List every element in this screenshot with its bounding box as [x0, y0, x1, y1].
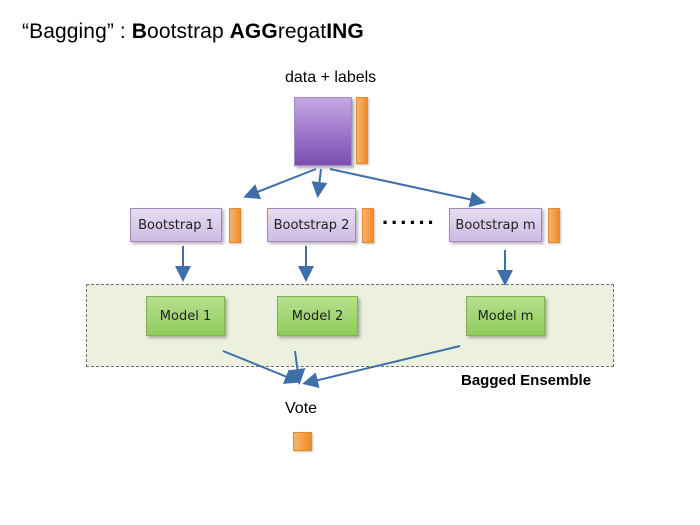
model-2-box: Model 2 [277, 296, 358, 336]
model-1-box: Model 1 [146, 296, 225, 336]
bootstrap-m-labels-box [548, 208, 560, 243]
arrow-model-1-to-vote [222, 350, 301, 384]
data-labels-label: data + labels [285, 69, 377, 86]
bagged-ensemble-label: Bagged Ensemble [461, 372, 592, 389]
bootstrap-2-labels-box [362, 208, 374, 243]
bootstrap-1-labels-box [229, 208, 241, 243]
model-m-box: Model m [466, 296, 545, 336]
title-b-bold: B [131, 20, 148, 43]
arrow-data-to-bootstrap-m [329, 168, 486, 208]
title-separator: : [113, 20, 132, 43]
vote-label: Vote [285, 400, 318, 417]
title-bootstrap-rest: ootstrap [147, 20, 230, 43]
arrow-model-2-to-vote [289, 350, 306, 385]
title-bagging: Bagging [29, 20, 107, 43]
arrow-data-to-bootstrap-1 [243, 168, 317, 200]
bootstrap-1-box: Bootstrap 1 [130, 208, 222, 242]
bootstrap-m-box: Bootstrap m [449, 208, 542, 242]
slide-title: “Bagging” : Bootstrap AGGregatING [22, 20, 364, 44]
title-agg-rest: regat [277, 20, 327, 43]
title-agg-bold: AGG [229, 20, 278, 43]
arrow-model-m-to-vote [302, 345, 461, 388]
labels-box [356, 97, 368, 164]
ellipsis: ...... [382, 204, 437, 229]
data-box [294, 97, 352, 166]
bootstrap-2-box: Bootstrap 2 [267, 208, 356, 242]
title-quote-open: “ [22, 20, 30, 43]
title-quote-close: ” [106, 20, 114, 43]
arrow-data-to-bootstrap-2 [311, 168, 328, 198]
title-ing-bold: ING [326, 20, 364, 43]
vote-output-box [293, 432, 312, 451]
